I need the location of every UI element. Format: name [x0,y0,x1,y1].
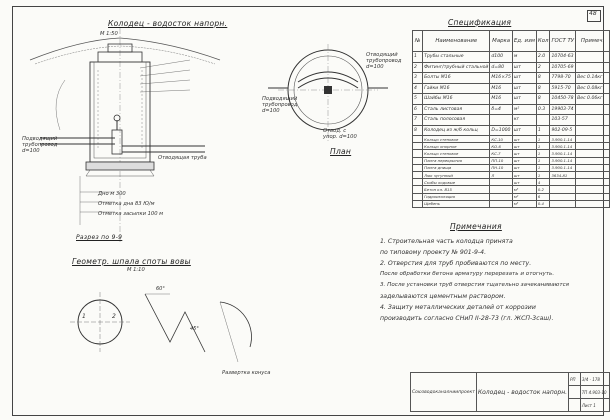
svg-text:60°: 60° [156,286,165,292]
note-line-6: заделываются цементным раствором. [380,293,506,300]
svg-text:2: 2 [112,313,116,320]
note-line-1: 1. Строительная часть колодца принята [380,238,513,245]
plan-title: План [330,147,352,156]
note-line-2: по типовому проекту № 901-9-4. [380,249,487,256]
spec-h-mark: Марка [489,30,513,52]
section-right-label: Отводящая труба [158,155,207,161]
spec-title: Спецификация [448,18,512,27]
svg-text:45°: 45° [190,326,199,332]
spec-h-unit: Ед. изм [511,30,537,52]
conn-title: Геометр. шпала споты вовы [72,257,191,266]
stamp-title: Колодец - водосток напорн. [475,372,570,412]
note-line-5: 3. После установки труб отверстия тщател… [380,282,570,288]
section-elev-3: Отметка засыпки 100 м [98,211,164,217]
note-line-4: После обработки бетона арматуру перереза… [380,271,555,277]
section-left-label: Подводящий трубопровод d=100 [22,136,58,154]
conn-detail-label: Развертка конуса [222,370,271,376]
spec-h-qty: Кол [535,30,551,52]
spec-h-gost: ГОСТ ТУ [549,30,577,52]
svg-text:1: 1 [82,313,86,320]
spec-h-name: Наименование [422,30,491,52]
stamp-sheets: Лист 1 [579,398,610,412]
main-title: Колодец - водосток напорн. [108,19,228,28]
spec-h-note: Примеч. [575,30,610,52]
section-drawing [29,28,221,242]
spec-header-row: № Наименование Марка Ед. изм Кол ГОСТ ТУ… [411,30,610,52]
stamp-sheet-no: 3/4 - 178 [579,372,610,386]
spec-h-no: № [411,30,424,52]
plan-label-2: Отводящий трубопровод d=100 [366,52,402,70]
note-line-3: 2. Отверстия для труб пробиваются по мес… [380,260,532,267]
spec-table: № Наименование Марка Ед. изм Кол ГОСТ ТУ… [411,30,610,208]
outer-frame [12,6,604,416]
plan-label-1: Подводящий трубопровод d=100 [262,96,298,114]
connection-drawing: 1 2 60° 45° [70,286,252,363]
note-line-7: 4. Защиту металлических деталей от корро… [380,304,536,311]
section-sub-scale: М 1:50 [100,31,118,37]
stamp-stage: РП [568,372,581,386]
title-stamp: Союзводоканалниипроект Колодец - водосто… [410,372,610,412]
plan-label-3: Отвод. с упор. d=100 [323,128,357,140]
note-line-8: производить согласно СНиП II-28-73 (гл. … [380,315,554,322]
section-elev-2: Отметка дна 83 Ю/м [98,201,155,207]
notes-block: 1. Строительная часть колодца принята по… [380,238,569,326]
notes-title: Примечания [450,222,502,231]
plan-drawing [268,44,388,142]
section-title: Разрез по 9-9 [76,234,123,241]
stamp-doc-no: ТП 4.903-10 [579,385,610,399]
sheet-number-box [587,10,601,22]
sheet-number: 48 [589,10,597,17]
stamp-org: Союзводоканалниипроект [410,372,477,412]
conn-scale: М 1:10 [127,267,145,273]
section-elev-1: Дно м 300 [98,191,126,197]
